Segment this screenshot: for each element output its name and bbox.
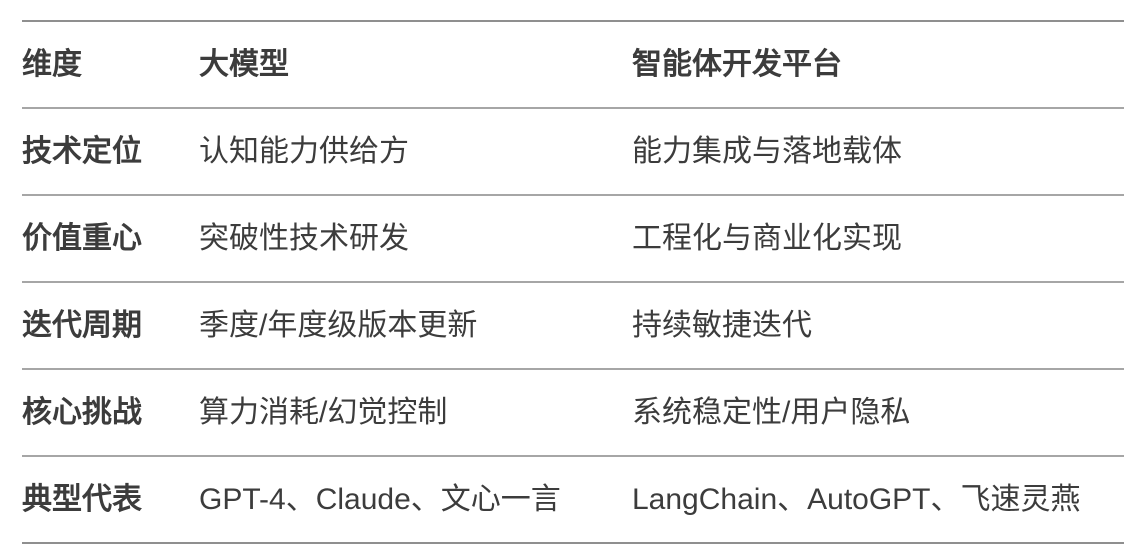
table-body: 技术定位 认知能力供给方 能力集成与落地载体 价值重心 突破性技术研发 工程化与… <box>22 108 1124 543</box>
llm-cell: 季度/年度级版本更新 <box>199 308 478 342</box>
table-row: 典型代表 GPT-4、Claude、文心一言 LangChain、AutoGPT… <box>22 456 1124 543</box>
agent-platform-cell: 能力集成与落地载体 <box>632 134 902 168</box>
llm-cell: 算力消耗/幻觉控制 <box>199 395 448 429</box>
agent-platform-cell: LangChain、AutoGPT、飞速灵燕 <box>632 482 1081 516</box>
row-label: 技术定位 <box>22 134 142 168</box>
table-row: 价值重心 突破性技术研发 工程化与商业化实现 <box>22 195 1124 282</box>
row-label: 价值重心 <box>22 221 142 255</box>
header-cell-agent-platform: 智能体开发平台 <box>632 47 842 81</box>
agent-platform-cell: 系统稳定性/用户隐私 <box>632 395 911 429</box>
llm-cell: 突破性技术研发 <box>199 221 409 255</box>
agent-platform-cell: 持续敏捷迭代 <box>632 308 812 342</box>
table-row: 技术定位 认知能力供给方 能力集成与落地载体 <box>22 108 1124 195</box>
agent-platform-cell: 工程化与商业化实现 <box>632 221 902 255</box>
header-cell-llm: 大模型 <box>199 47 289 81</box>
llm-cell: GPT-4、Claude、文心一言 <box>199 482 561 516</box>
table-header: 维度 大模型 智能体开发平台 <box>22 21 1124 108</box>
table-row: 迭代周期 季度/年度级版本更新 持续敏捷迭代 <box>22 282 1124 369</box>
llm-cell: 认知能力供给方 <box>199 134 409 168</box>
header-cell-dimension: 维度 <box>22 47 82 81</box>
row-label: 典型代表 <box>22 482 142 516</box>
row-label: 迭代周期 <box>22 308 142 342</box>
row-label: 核心挑战 <box>22 395 142 429</box>
comparison-table: 维度 大模型 智能体开发平台 技术定位 认知能力供给方 能力集成与落地载体 价值… <box>22 20 1124 544</box>
header-row: 维度 大模型 智能体开发平台 <box>22 21 1124 108</box>
table-row: 核心挑战 算力消耗/幻觉控制 系统稳定性/用户隐私 <box>22 369 1124 456</box>
